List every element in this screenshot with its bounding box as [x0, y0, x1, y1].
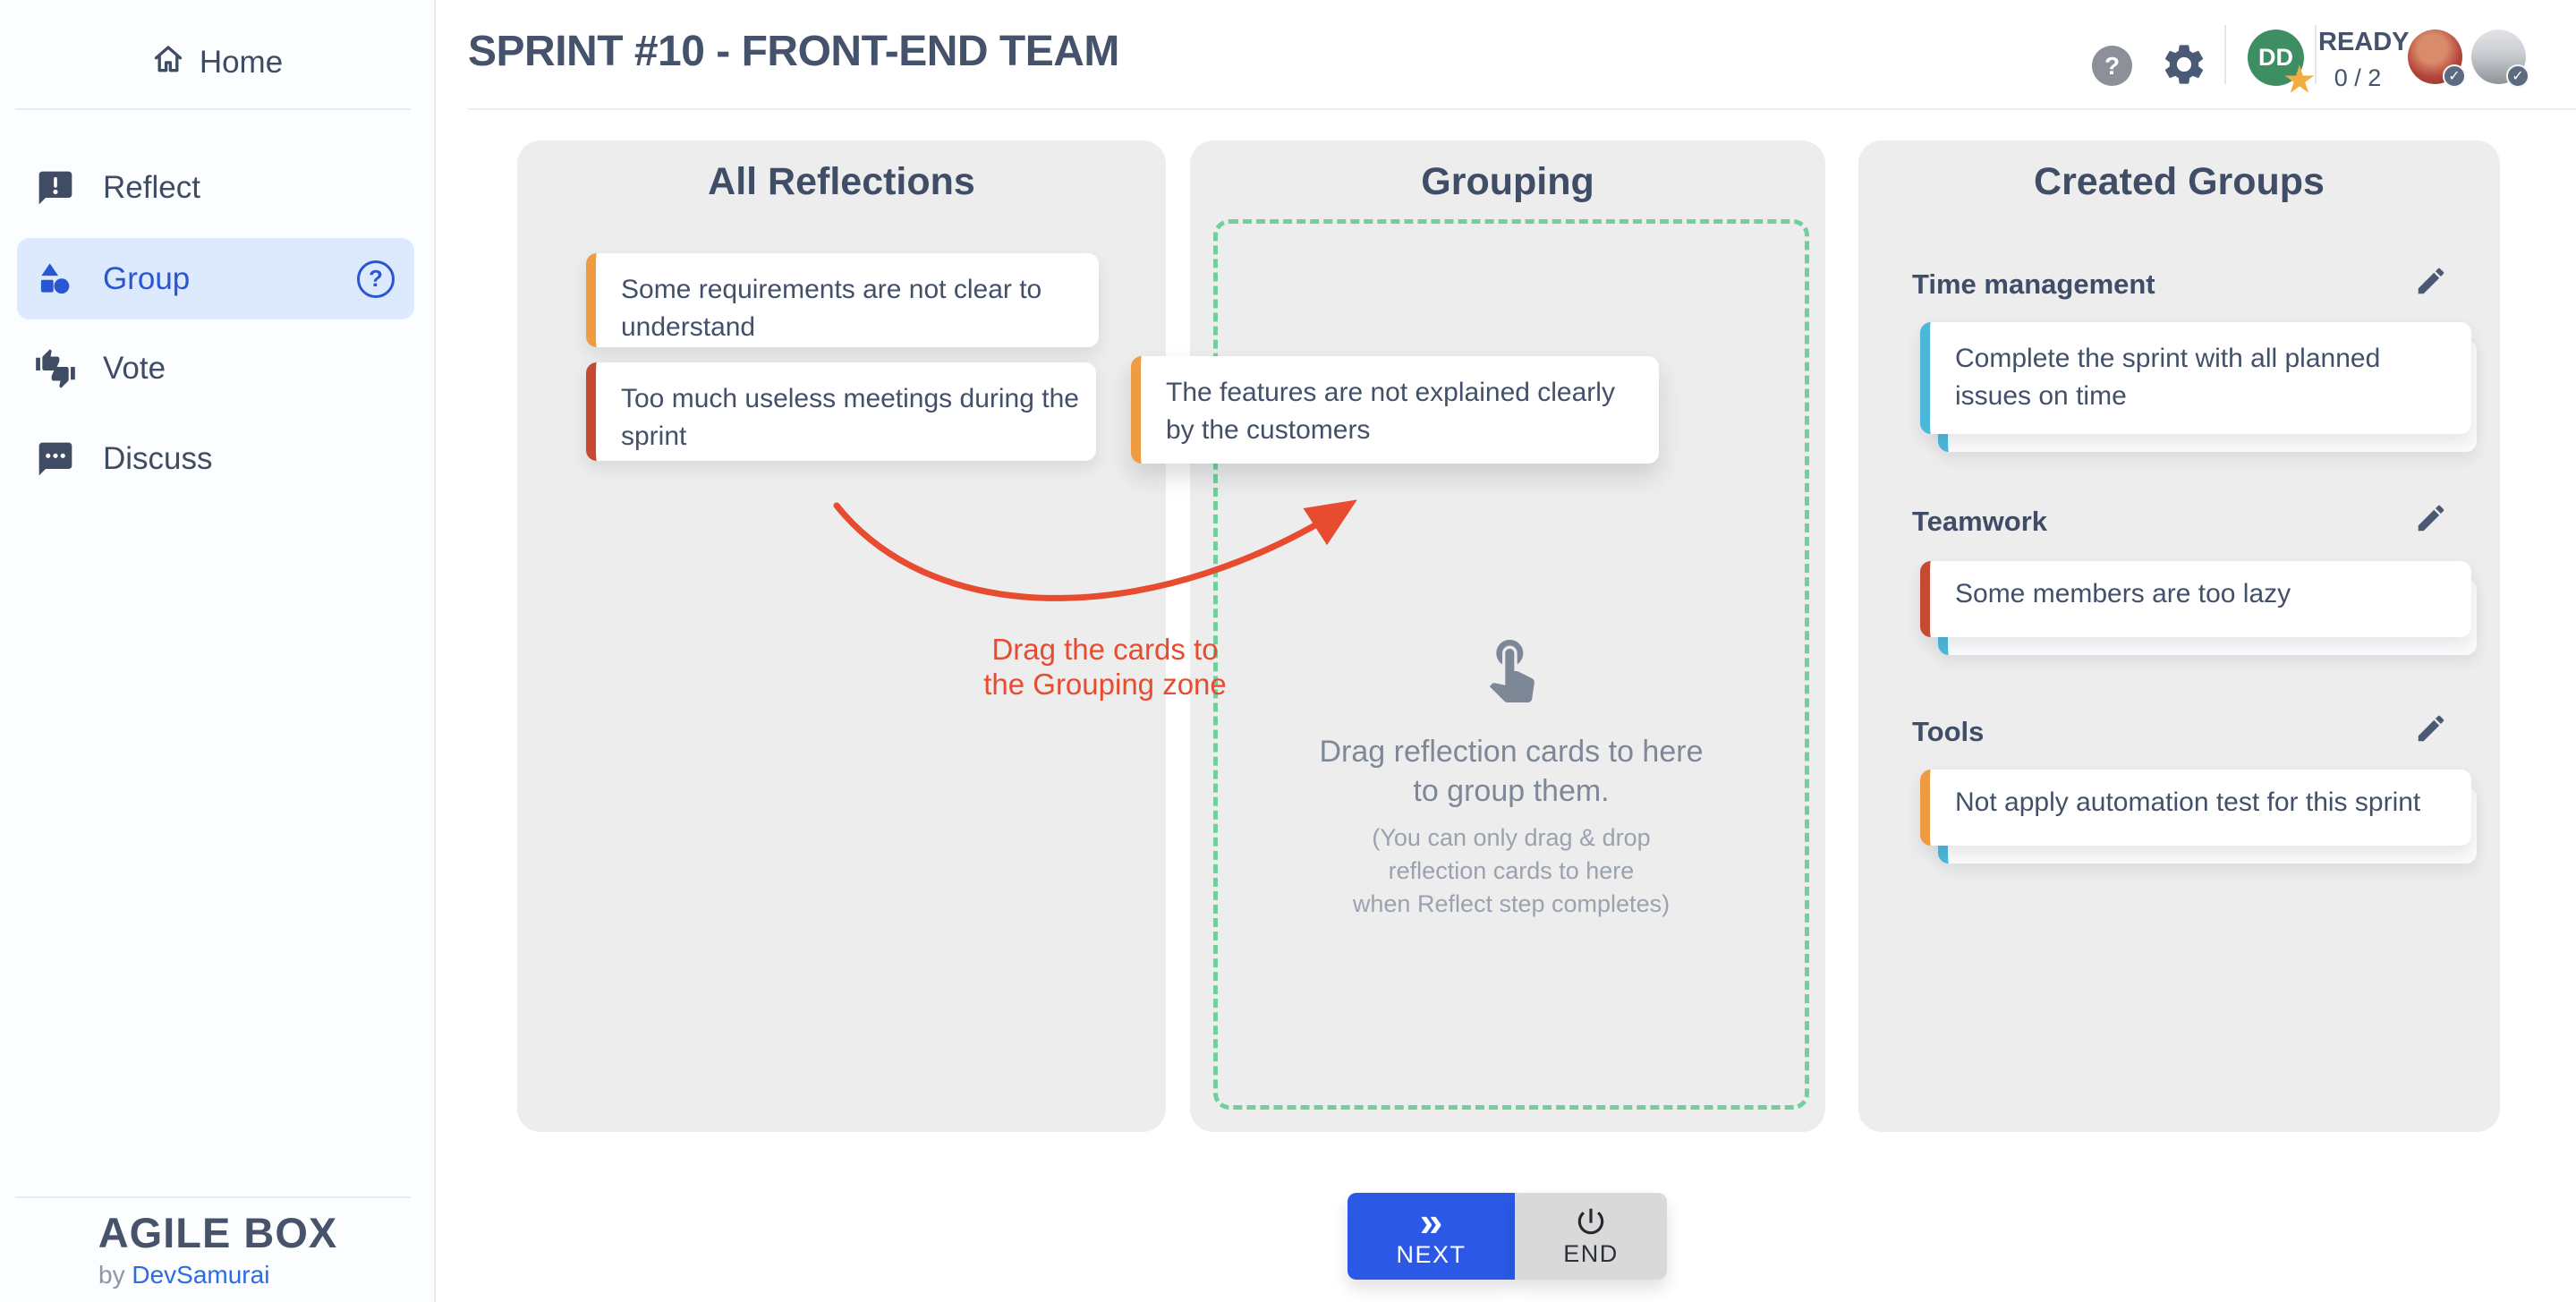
created-groups-panel: Created Groups Time management Complete …: [1858, 140, 2500, 1132]
dropzone-note-line3: when Reflect step completes): [1352, 890, 1671, 917]
grouped-card[interactable]: Some members are too lazy: [1920, 561, 2471, 637]
reflection-card-text: Too much useless meetings during the spr…: [621, 384, 1079, 451]
dropzone-note-line1: (You can only drag & drop: [1372, 824, 1651, 851]
drag-hint-line2: the Grouping zone: [983, 668, 1227, 701]
help-icon[interactable]: ?: [2092, 46, 2132, 86]
member-1-check-icon: ✓: [2443, 64, 2466, 88]
edit-group-icon[interactable]: [2414, 264, 2448, 298]
sidebar: Home Reflect Group ?: [0, 0, 436, 1302]
facilitator-star-icon: ★: [2283, 62, 2315, 99]
vote-thumbs-icon: [35, 348, 76, 389]
app-logo: AGILE BOX by DevSamurai: [0, 1208, 436, 1289]
next-step-button[interactable]: » NEXT: [1348, 1193, 1515, 1280]
sidebar-divider: [15, 108, 411, 110]
dropzone-instruction-line1: Drag reflection cards to here: [1319, 735, 1704, 769]
header-divider-vertical-1: [2224, 25, 2226, 84]
reflection-card[interactable]: Some requirements are not clear to under…: [586, 253, 1099, 347]
sidebar-item-group[interactable]: Group ?: [17, 238, 414, 319]
end-session-button[interactable]: END: [1515, 1193, 1667, 1280]
member-avatar-1: ✓: [2408, 30, 2466, 88]
group-name: Time management: [1912, 268, 2155, 300]
facilitator-initials: DD: [2258, 44, 2293, 71]
sidebar-item-vote[interactable]: Vote: [17, 328, 414, 409]
dropzone-instruction: Drag reflection cards to here to group t…: [1218, 732, 1805, 811]
sidebar-reflect-label: Reflect: [103, 169, 200, 205]
drag-hint-text: Drag the cards to the Grouping zone: [931, 632, 1279, 702]
sidebar-item-reflect[interactable]: Reflect: [17, 147, 414, 228]
logo-brand-link[interactable]: DevSamurai: [132, 1261, 270, 1289]
touch-icon: [1475, 631, 1547, 702]
ready-count: 0 / 2: [2334, 64, 2382, 91]
created-groups-title: Created Groups: [2034, 160, 2325, 203]
reflection-card-text: The features are not explained clearly b…: [1166, 378, 1615, 445]
edit-group-icon[interactable]: [2414, 501, 2448, 535]
header-divider: [468, 108, 2576, 110]
sidebar-footer-divider: [15, 1196, 411, 1198]
all-reflections-panel: All Reflections Some requirements are no…: [517, 140, 1166, 1132]
check-glyph: ✓: [2512, 69, 2524, 84]
sidebar-home-label: Home: [199, 45, 284, 80]
grouped-card-text: Not apply automation test for this sprin…: [1955, 787, 2421, 817]
grouped-card-text: Complete the sprint with all planned iss…: [1955, 344, 2381, 411]
sidebar-discuss-label: Discuss: [103, 440, 213, 476]
home-icon: [151, 42, 185, 84]
all-reflections-title: All Reflections: [708, 160, 975, 203]
dropzone-instruction-line2: to group them.: [1413, 774, 1610, 808]
ready-status: READY 0 / 2: [2318, 28, 2410, 92]
member-avatar-2: ✓: [2471, 30, 2529, 88]
help-glyph: ?: [2104, 51, 2121, 80]
grouping-title: Grouping: [1421, 160, 1594, 203]
sidebar-vote-label: Vote: [103, 350, 166, 386]
group-name: Tools: [1912, 716, 1985, 747]
discuss-bubble-icon: [35, 438, 76, 480]
logo-byline: by DevSamurai: [0, 1261, 436, 1289]
grouped-card[interactable]: Not apply automation test for this sprin…: [1920, 770, 2471, 846]
grouped-card[interactable]: Complete the sprint with all planned iss…: [1920, 322, 2471, 434]
sidebar-group-label: Group: [103, 260, 191, 296]
sidebar-item-home[interactable]: Home: [0, 34, 434, 91]
grouping-panel: Grouping Drag reflection cards to here t…: [1190, 140, 1825, 1132]
ready-label: READY: [2318, 28, 2410, 56]
member-2-check-icon: ✓: [2506, 64, 2529, 88]
power-icon: [1574, 1204, 1608, 1238]
header-divider-vertical-2: [2315, 25, 2317, 84]
logo-title: AGILE BOX: [98, 1209, 338, 1256]
grouping-dropzone[interactable]: Drag reflection cards to here to group t…: [1213, 219, 1809, 1110]
group-name: Teamwork: [1912, 506, 2048, 537]
gear-icon[interactable]: [2160, 40, 2208, 89]
next-button-label: NEXT: [1396, 1241, 1467, 1268]
dropzone-note-line2: reflection cards to here: [1388, 857, 1635, 884]
facilitator-avatar[interactable]: DD ★: [2248, 30, 2315, 99]
group-help-glyph: ?: [369, 265, 383, 292]
drag-hint-line1: Drag the cards to: [991, 633, 1219, 666]
drag-hint-arrow: [833, 499, 1357, 601]
edit-group-icon[interactable]: [2414, 711, 2448, 745]
reflect-bubble-icon: [35, 167, 76, 208]
group-shapes-icon: [35, 259, 76, 300]
check-glyph: ✓: [2448, 69, 2461, 84]
page-title: SPRINT #10 - FRONT-END TEAM: [468, 28, 1119, 75]
double-chevron-icon: »: [1419, 1198, 1443, 1245]
reflection-card-text: Some requirements are not clear to under…: [621, 275, 1042, 342]
reflection-card[interactable]: Too much useless meetings during the spr…: [586, 362, 1096, 461]
dropzone-note: (You can only drag & drop reflection car…: [1218, 821, 1805, 921]
sidebar-item-discuss[interactable]: Discuss: [17, 418, 414, 499]
group-help-icon[interactable]: ?: [357, 260, 395, 298]
logo-by-text: by: [98, 1261, 132, 1289]
grouped-card-text: Some members are too lazy: [1955, 579, 2291, 608]
dragged-reflection-card[interactable]: The features are not explained clearly b…: [1131, 356, 1659, 464]
end-button-label: END: [1563, 1240, 1619, 1267]
